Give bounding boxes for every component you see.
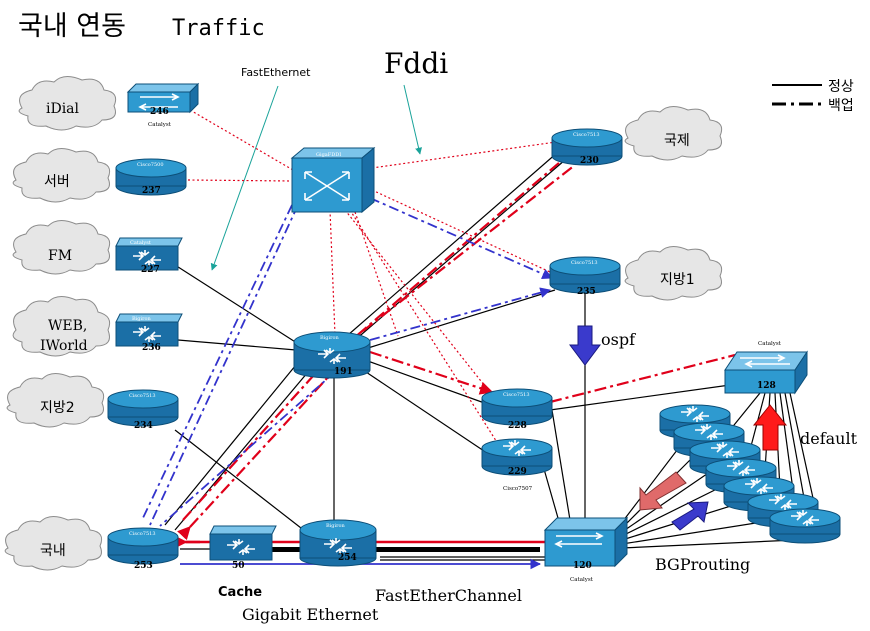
cloud-domestic: 국내 xyxy=(4,516,103,571)
device-237[interactable]: Cisco7500 237 xyxy=(115,158,187,196)
device-254[interactable]: Bigiron 254 xyxy=(299,519,377,567)
fastetherchannel-label: FastEtherChannel xyxy=(375,586,522,605)
legend: 정상 백업 xyxy=(772,79,854,114)
bgp-in-arrow xyxy=(639,471,687,511)
title: 국내 연동 Traffic xyxy=(18,11,265,42)
device-fddi-model: GigaFDDI xyxy=(316,152,341,158)
fddi-links xyxy=(187,109,557,456)
device-50-num: 50 xyxy=(232,561,245,571)
title-main: 국내 연동 xyxy=(18,11,126,42)
cloud-region1: 지방1 xyxy=(624,246,723,301)
default-arrow xyxy=(752,404,788,451)
cloud-region2: 지방2 xyxy=(6,373,105,428)
bgp-router-stack xyxy=(659,404,841,544)
device-246-model: Catalyst xyxy=(148,122,172,128)
device-230-model: Cisco7513 xyxy=(573,132,600,138)
device-236-model: Bigiron xyxy=(132,316,151,322)
cloud-region2-label: 지방2 xyxy=(40,400,75,416)
device-253[interactable]: Cisco7513 253 xyxy=(107,527,179,571)
device-234[interactable]: Cisco7513 234 xyxy=(107,389,179,431)
bgp-router xyxy=(769,508,841,544)
device-234-num: 234 xyxy=(134,421,153,431)
cloud-fm-label: FM xyxy=(48,248,72,264)
device-fddi-switch[interactable]: GigaFDDI xyxy=(290,146,376,214)
cloud-domestic-label: 국내 xyxy=(40,543,66,559)
device-128-num: 128 xyxy=(757,381,776,391)
device-254-num: 254 xyxy=(338,553,357,563)
device-234-model: Cisco7513 xyxy=(129,393,156,399)
device-253-model: Cisco7513 xyxy=(129,531,156,537)
title-sub: Traffic xyxy=(172,16,265,41)
device-236[interactable]: Bigiron 236 xyxy=(115,313,183,353)
device-128-model: Catalyst xyxy=(758,341,782,347)
fddi-label: Fddi xyxy=(384,47,448,80)
device-246-num: 246 xyxy=(150,107,169,117)
backup-blue-links xyxy=(141,197,553,527)
device-254-model: Bigiron xyxy=(326,523,345,529)
device-120-num: 120 xyxy=(573,561,592,571)
cloud-international: 국제 xyxy=(624,106,723,161)
device-237-model: Cisco7500 xyxy=(137,162,164,168)
device-253-num: 253 xyxy=(134,561,153,571)
device-191[interactable]: Bigiron 191 xyxy=(293,331,371,379)
cloud-server: 서버 xyxy=(12,148,111,203)
device-236-num: 236 xyxy=(142,343,161,353)
device-235-num: 235 xyxy=(577,287,596,297)
device-246[interactable]: 246 Catalyst xyxy=(126,82,200,128)
device-235[interactable]: Cisco7513 235 xyxy=(549,256,621,297)
gigabit-trunk xyxy=(270,547,540,552)
cloud-web-label-1: WEB, xyxy=(48,318,87,334)
device-230-num: 230 xyxy=(580,156,599,166)
device-191-num: 191 xyxy=(334,367,353,377)
backup-red-links xyxy=(177,161,736,541)
cloud-server-label: 서버 xyxy=(44,174,70,190)
device-227-num: 227 xyxy=(141,265,160,275)
cloud-region1-label: 지방1 xyxy=(660,272,695,288)
device-228-num: 228 xyxy=(508,421,527,431)
device-191-model: Bigiron xyxy=(320,335,339,341)
device-228[interactable]: Cisco7513 228 xyxy=(481,388,553,431)
cache-label: Cache xyxy=(218,585,262,600)
device-120[interactable]: 120 Catalyst xyxy=(543,516,629,583)
device-128[interactable]: 128 Catalyst xyxy=(724,341,808,395)
bgp-out-arrow xyxy=(671,501,709,531)
gigabit-label: Gigabit Ethernet xyxy=(242,605,379,624)
fddi-pointer xyxy=(403,84,422,155)
ospf-label: ospf xyxy=(601,330,636,349)
device-235-model: Cisco7513 xyxy=(571,260,598,266)
device-50[interactable]: 50 xyxy=(209,525,277,571)
ospf-arrow xyxy=(569,325,601,366)
device-227-model: Catalyst xyxy=(130,240,151,246)
legend-backup-label: 백업 xyxy=(828,98,854,114)
cloud-fm: FM xyxy=(12,220,111,275)
cloud-idial-label: iDial xyxy=(46,101,80,117)
device-227[interactable]: Catalyst 227 xyxy=(115,237,183,275)
cloud-idial: iDial xyxy=(18,76,117,131)
cloud-international-label: 국제 xyxy=(664,133,690,149)
cloud-web: WEB, IWorld xyxy=(12,296,111,357)
bgprouting-label: BGProuting xyxy=(655,555,750,574)
device-237-num: 237 xyxy=(142,186,161,196)
device-229-model: Cisco7507 xyxy=(503,486,533,492)
device-228-model: Cisco7513 xyxy=(503,392,530,398)
fastethernet-pointer xyxy=(210,85,279,271)
default-label: default xyxy=(800,429,858,448)
device-229-num: 229 xyxy=(508,467,527,477)
device-229[interactable]: 229 Cisco7507 xyxy=(481,438,553,492)
fastethernet-label: FastEthernet xyxy=(241,66,311,79)
cloud-web-label-2: IWorld xyxy=(40,338,88,354)
legend-normal-label: 정상 xyxy=(828,79,854,95)
bgp-router xyxy=(659,404,731,440)
device-230[interactable]: Cisco7513 230 xyxy=(551,128,623,166)
device-120-model: Catalyst xyxy=(570,577,594,583)
